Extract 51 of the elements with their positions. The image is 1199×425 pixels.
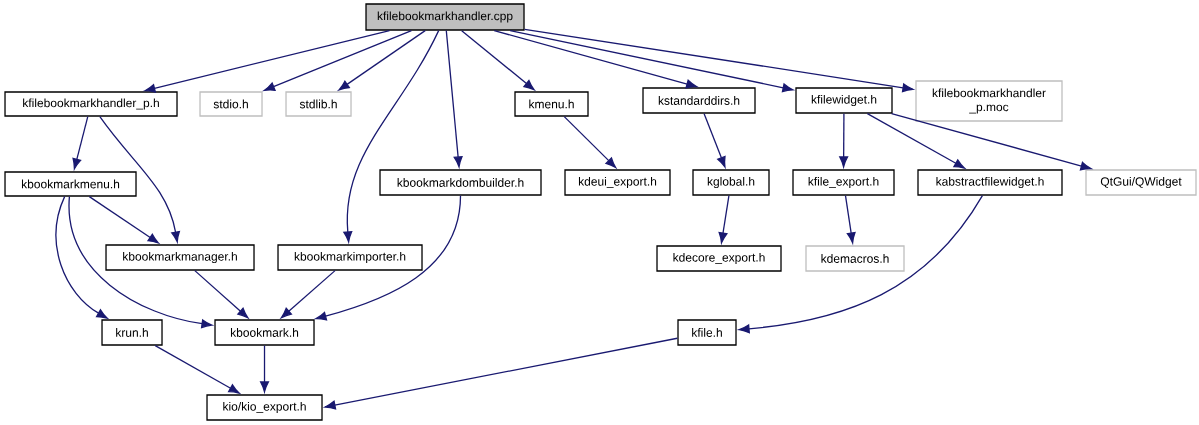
file-box: kbookmarkimporter.h bbox=[277, 244, 423, 271]
file-box: kfile.h bbox=[677, 319, 737, 346]
arrow bbox=[524, 28, 914, 93]
arrow bbox=[315, 195, 462, 321]
file-box: kfilebookmarkhandler.cpp bbox=[365, 3, 525, 31]
arrow bbox=[445, 30, 463, 168]
file-box: kdecore_export.h bbox=[656, 245, 782, 272]
arrow bbox=[324, 337, 678, 410]
file-box: kbookmarkmenu.h bbox=[4, 171, 137, 197]
file-box: kfilebookmarkhandler_p.h bbox=[4, 91, 178, 117]
arrow bbox=[563, 116, 617, 169]
arrow bbox=[88, 196, 159, 244]
file-box: kbookmarkdombuilder.h bbox=[379, 169, 542, 196]
arrow bbox=[461, 30, 535, 91]
file-box: kio/kio_export.h bbox=[206, 394, 323, 421]
file-box: kstandarddirs.h bbox=[642, 87, 756, 114]
file-box: stdio.h bbox=[199, 91, 263, 117]
arrow bbox=[55, 196, 108, 319]
arrow bbox=[703, 113, 726, 168]
arrow bbox=[738, 195, 984, 334]
file-box: kfilebookmarkhandler _p.moc bbox=[915, 80, 1063, 122]
arrow bbox=[343, 30, 440, 243]
file-box: stdlib.h bbox=[285, 91, 352, 117]
arrow bbox=[338, 30, 426, 91]
file-box: QtGui/QWidget bbox=[1085, 169, 1197, 196]
arrow bbox=[144, 30, 391, 93]
file-box: kfile_export.h bbox=[792, 169, 895, 196]
arrow bbox=[68, 196, 213, 329]
arrow bbox=[509, 30, 794, 93]
arrow bbox=[866, 113, 965, 169]
file-box: kabstractfilewidget.h bbox=[917, 169, 1063, 196]
arrow bbox=[263, 30, 413, 91]
arrow bbox=[154, 345, 240, 394]
arrow bbox=[194, 270, 249, 319]
arrow bbox=[260, 345, 269, 393]
file-box: kglobal.h bbox=[692, 169, 770, 196]
file-box: kbookmark.h bbox=[214, 319, 315, 346]
file-box: krun.h bbox=[101, 319, 163, 346]
arrow bbox=[493, 30, 698, 89]
file-box: kbookmarkmanager.h bbox=[105, 244, 255, 271]
file-box: kdemacros.h bbox=[805, 245, 905, 272]
arrow bbox=[839, 113, 849, 168]
arrow bbox=[844, 195, 856, 244]
arrow bbox=[890, 113, 1092, 171]
arrow bbox=[72, 116, 89, 170]
file-box: kmenu.h bbox=[514, 91, 589, 117]
file-box: kdeui_export.h bbox=[564, 169, 671, 196]
arrow bbox=[280, 270, 336, 319]
arrow bbox=[99, 116, 180, 243]
file-box: kfilewidget.h bbox=[795, 87, 893, 114]
arrow bbox=[718, 195, 730, 244]
